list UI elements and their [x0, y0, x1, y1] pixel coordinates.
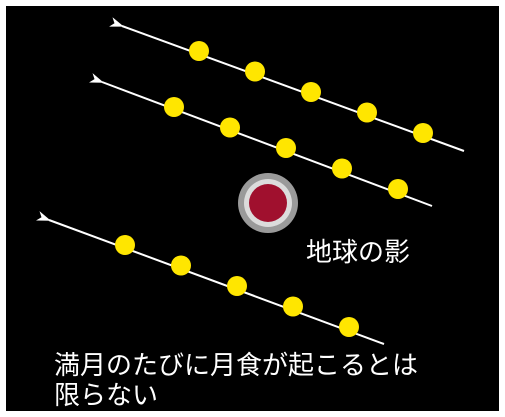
moon-path-2: [89, 73, 433, 207]
full-moon: [388, 179, 408, 199]
full-moon: [413, 123, 433, 143]
full-moon: [357, 102, 377, 123]
full-moon: [164, 97, 184, 117]
umbra-core: [249, 184, 287, 222]
path-arrow: [36, 211, 385, 345]
caption-line-1: 満月のたびに月食が起こるとは: [54, 351, 419, 381]
path-arrow: [89, 73, 433, 207]
full-moon: [189, 41, 209, 61]
moon-paths: [36, 17, 465, 345]
caption-line-2: 限らない: [54, 381, 159, 411]
full-moon: [171, 255, 191, 276]
diagram-canvas: 地球の影 満月のたびに月食が起こるとは 限らない: [6, 6, 499, 411]
full-moon: [115, 235, 135, 255]
full-moon: [227, 276, 247, 296]
full-moon: [283, 296, 303, 317]
path-arrow: [109, 17, 465, 152]
earth-shadow: [238, 173, 298, 233]
full-moon: [245, 61, 265, 82]
caption: 満月のたびに月食が起こるとは 限らない: [54, 351, 418, 411]
earth-shadow-label: 地球の影: [306, 238, 411, 268]
full-moon: [339, 317, 359, 337]
full-moon: [301, 82, 321, 102]
full-moon: [276, 138, 296, 158]
full-moon: [332, 158, 352, 179]
moon-path-3: [36, 211, 385, 345]
full-moon: [220, 117, 240, 138]
moon-path-1: [109, 17, 465, 152]
moon-orbit-diagram: [36, 17, 465, 345]
